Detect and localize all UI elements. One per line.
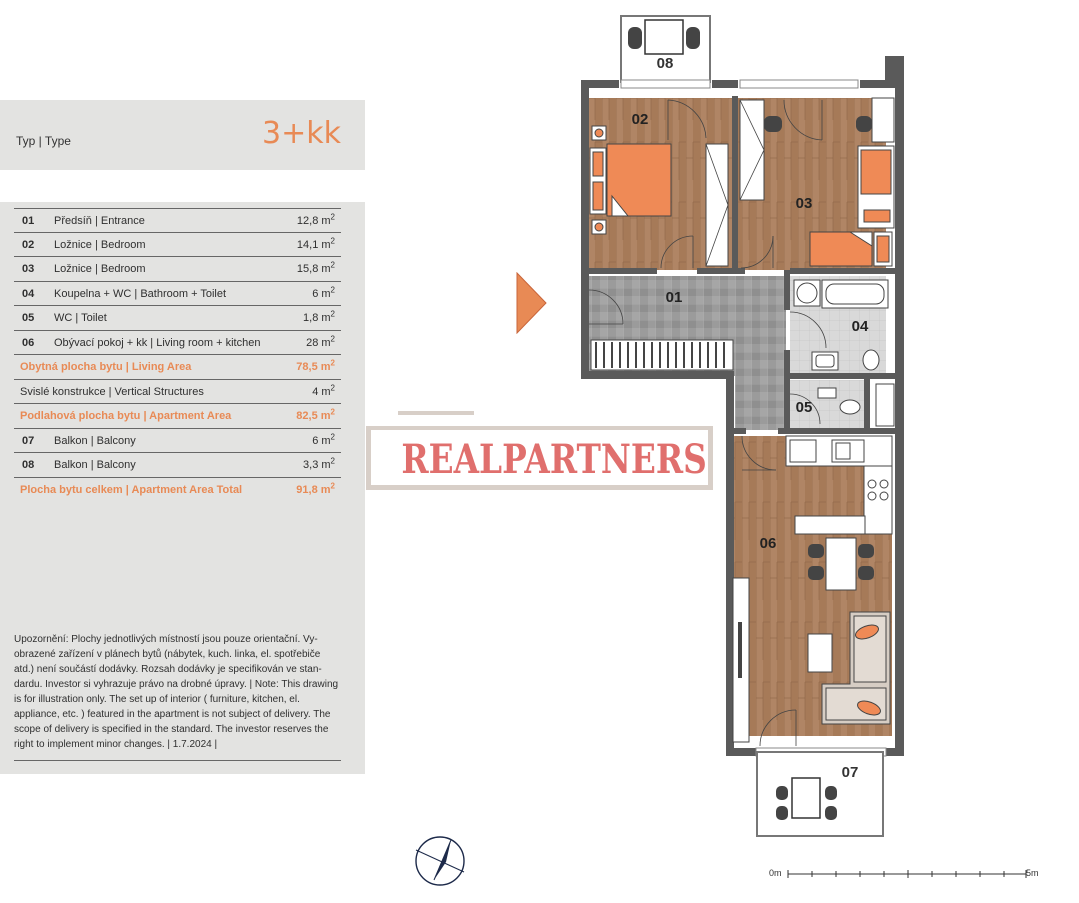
table-row: 07 Balkon | Balcony 6 m2 xyxy=(14,429,341,453)
scale-end-label: 5m xyxy=(1026,868,1039,878)
entrance-furniture: 01 xyxy=(588,289,734,371)
balcony-08: 08 xyxy=(620,15,711,83)
room-area: 3,3 m2 xyxy=(303,456,335,471)
room-number: 04 xyxy=(22,287,35,300)
table-row: 04 Koupelna + WC | Bathroom + Toilet 6 m2 xyxy=(14,282,341,306)
room-label-02: 02 xyxy=(632,111,649,128)
disclaimer-text: Upozornění: Plochy jednotlivých místnost… xyxy=(14,632,341,761)
room-area: 14,1 m2 xyxy=(296,235,335,251)
balcony-07: 07 xyxy=(756,751,884,837)
scale-start-label: 0m xyxy=(769,868,782,878)
bathroom-furniture: 04 xyxy=(789,279,889,371)
living-area-row: Obytná plocha bytu | Living Area 78,5 m2 xyxy=(14,355,341,380)
room-area: 6 m2 xyxy=(312,431,335,447)
room-number: 03 xyxy=(22,263,35,275)
living-area-label: Obytná plocha bytu | Living Area xyxy=(20,361,192,373)
table-row: 05 WC | Toilet 1,8 m2 xyxy=(14,306,341,331)
room-name: Předsíň | Entrance xyxy=(54,215,145,227)
room-label-06: 06 xyxy=(760,535,777,552)
room-label-04: 04 xyxy=(852,318,869,335)
room-number: 05 xyxy=(22,312,35,324)
floor-plan: 08 xyxy=(581,15,904,837)
room-number: 02 xyxy=(22,238,35,251)
kitchen xyxy=(741,435,893,535)
vertical-structures-row: Svislé konstrukce | Vertical Structures 4… xyxy=(14,380,341,404)
apartment-area-row: Podlahová plocha bytu | Apartment Area 82… xyxy=(14,404,341,429)
room-name: Ložnice | Bedroom xyxy=(54,238,146,251)
room-number: 08 xyxy=(22,459,35,471)
room-area: 15,8 m2 xyxy=(296,260,335,275)
room-name: WC | Toilet xyxy=(54,312,107,324)
room-area: 28 m2 xyxy=(306,333,335,349)
watermark-text: REALPARTNERS xyxy=(401,436,707,483)
room-label-01: 01 xyxy=(666,289,683,306)
total-area-row: Plocha bytu celkem | Apartment Area Tota… xyxy=(14,478,341,503)
room-label-03: 03 xyxy=(796,195,813,212)
bed-03: 03 xyxy=(739,97,895,269)
living-area-value: 78,5 m2 xyxy=(296,358,335,373)
total-area-label: Plocha bytu celkem | Apartment Area Tota… xyxy=(20,483,243,496)
entry-arrow-icon xyxy=(516,272,547,334)
table-row: 03 Ložnice | Bedroom 15,8 m2 xyxy=(14,257,341,282)
room-name: Balkon | Balcony xyxy=(54,434,136,447)
watermark-logo: REALPARTNERS xyxy=(366,426,713,490)
total-area-value: 91,8 m2 xyxy=(296,480,335,496)
watermark-accent xyxy=(398,411,474,415)
room-label-05: 05 xyxy=(796,399,813,416)
room-label-08: 08 xyxy=(657,55,674,72)
walls xyxy=(581,56,904,756)
room-name: Koupelna + WC | Bathroom + Toilet xyxy=(54,287,227,300)
wc-furniture: 05 xyxy=(789,383,895,427)
room-area: 1,8 m2 xyxy=(303,309,335,324)
room-name: Obývací pokoj + kk | Living room + kitch… xyxy=(54,336,261,349)
table-row: 01 Předsíň | Entrance 12,8 m2 xyxy=(14,208,341,233)
apartment-area-value: 82,5 m2 xyxy=(296,407,335,422)
room-label-07: 07 xyxy=(842,764,859,781)
room-area: 6 m2 xyxy=(312,284,335,300)
living-furniture: 06 xyxy=(732,535,891,747)
apartment-area-label: Podlahová plocha bytu | Apartment Area xyxy=(20,410,232,422)
scale-bar xyxy=(787,870,1027,878)
bed-02: 02 xyxy=(589,99,729,269)
room-number: 06 xyxy=(22,336,35,349)
room-number: 01 xyxy=(22,215,35,227)
room-name: Balkon | Balcony xyxy=(54,459,136,471)
room-name: Ložnice | Bedroom xyxy=(54,263,146,275)
table-row: 06 Obývací pokoj + kk | Living room + kit… xyxy=(14,331,341,355)
room-number: 07 xyxy=(22,434,35,447)
table-row: 08 Balkon | Balcony 3,3 m2 xyxy=(14,453,341,478)
compass-icon xyxy=(415,836,465,886)
room-area: 12,8 m2 xyxy=(296,212,335,227)
type-value: 3+kk xyxy=(262,116,341,151)
type-panel: Typ | Type 3+kk xyxy=(0,100,365,170)
type-label: Typ | Type xyxy=(16,134,71,148)
vertical-structures-label: Svislé konstrukce | Vertical Structures xyxy=(20,385,204,398)
table-row: 02 Ložnice | Bedroom 14,1 m2 xyxy=(14,233,341,257)
vertical-structures-value: 4 m2 xyxy=(312,382,335,398)
